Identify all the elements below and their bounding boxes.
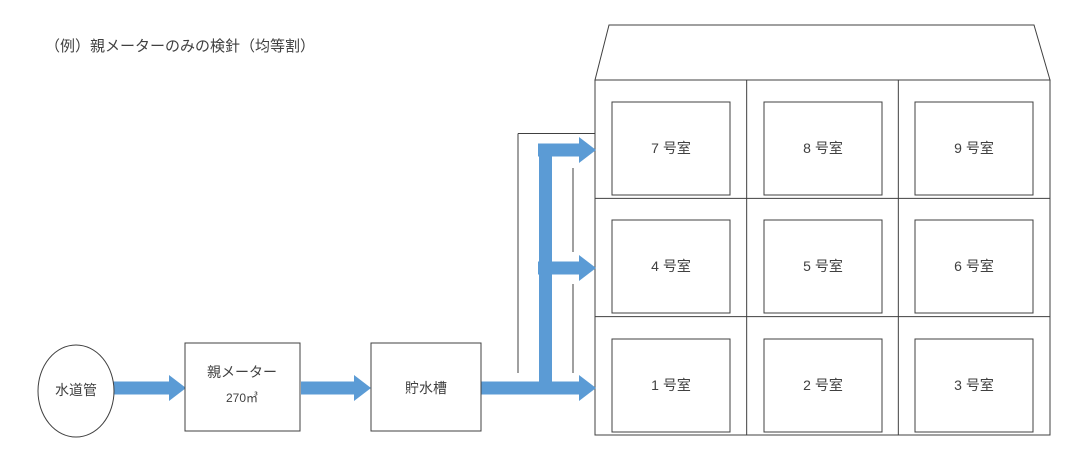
room-box bbox=[763, 219, 883, 314]
room-cell-8: 8 号室 bbox=[763, 101, 883, 196]
flow-arrow-meter-to-tank bbox=[301, 375, 371, 401]
room-label: 5 号室 bbox=[803, 258, 843, 274]
room-cell-4: 4 号室 bbox=[611, 219, 731, 314]
flow-arrow-tank-to-building bbox=[481, 375, 596, 401]
parent-meter-label: 親メーター bbox=[207, 364, 277, 380]
room-box bbox=[611, 101, 731, 196]
parent-meter-value: 270㎥ bbox=[226, 391, 258, 405]
room-cell-9: 9 号室 bbox=[914, 101, 1034, 196]
diagram-title: （例）親メーターのみの検針（均等割） bbox=[45, 37, 315, 55]
water-main-label: 水道管 bbox=[55, 382, 97, 398]
room-cell-3: 3 号室 bbox=[914, 338, 1034, 433]
room-label: 6 号室 bbox=[954, 258, 994, 274]
room-cell-1: 1 号室 bbox=[611, 338, 731, 433]
room-label: 9 号室 bbox=[954, 140, 994, 156]
room-cell-2: 2 号室 bbox=[763, 338, 883, 433]
room-box bbox=[611, 338, 731, 433]
room-cell-6: 6 号室 bbox=[914, 219, 1034, 314]
room-box bbox=[914, 338, 1034, 433]
room-box bbox=[914, 101, 1034, 196]
room-label: 4 号室 bbox=[651, 258, 691, 274]
storage-tank-label: 貯水槽 bbox=[405, 380, 447, 396]
room-label: 8 号室 bbox=[803, 140, 843, 156]
room-cell-7: 7 号室 bbox=[611, 101, 731, 196]
flow-arrow-source-to-meter bbox=[113, 375, 186, 401]
room-box bbox=[914, 219, 1034, 314]
room-box bbox=[763, 338, 883, 433]
room-box bbox=[763, 101, 883, 196]
flow-arrow-riser-to-room4 bbox=[538, 255, 596, 281]
room-label: 1 号室 bbox=[651, 377, 691, 393]
flow-arrow-riser-to-room7 bbox=[538, 137, 596, 163]
parent-meter-box bbox=[184, 342, 301, 432]
building-roof bbox=[594, 24, 1051, 81]
water-main-ellipse bbox=[37, 344, 115, 438]
storage-tank-box bbox=[370, 342, 482, 432]
room-label: 3 号室 bbox=[954, 377, 994, 393]
room-box bbox=[611, 219, 731, 314]
room-label: 7 号室 bbox=[651, 140, 691, 156]
room-cell-5: 5 号室 bbox=[763, 219, 883, 314]
room-label: 2 号室 bbox=[803, 377, 843, 393]
